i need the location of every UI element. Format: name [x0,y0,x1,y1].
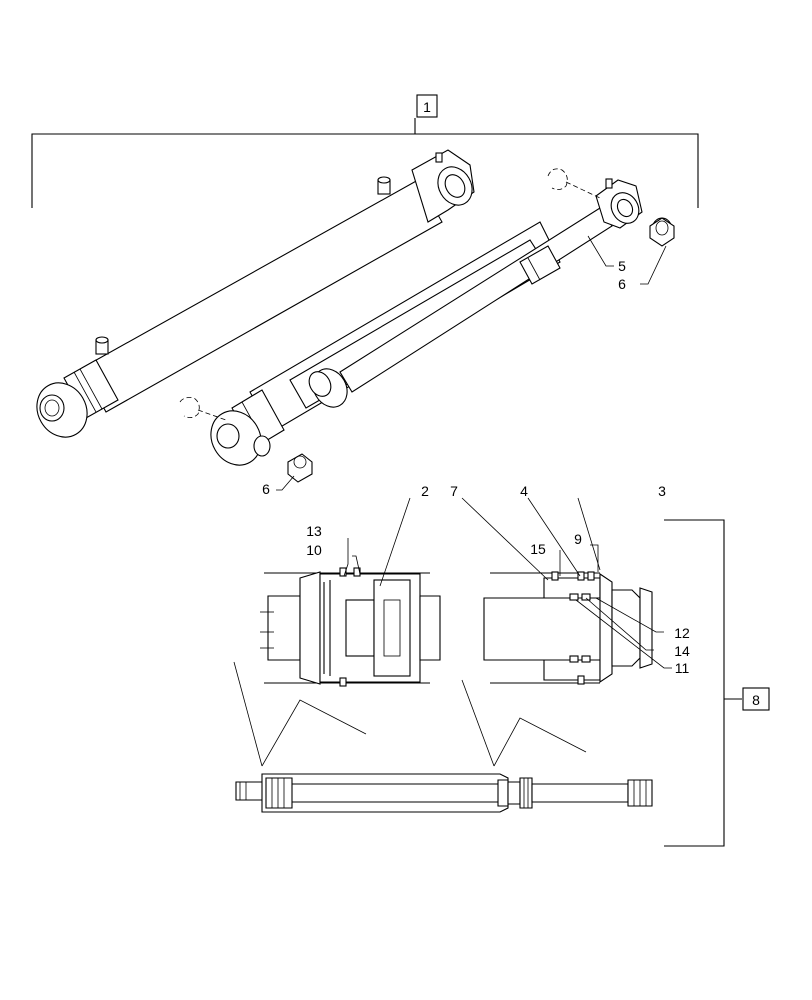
callout-4[interactable]: 4 [520,483,528,499]
svg-text:6: 6 [262,481,270,497]
callout-11[interactable]: 11 [675,660,690,676]
callout-1[interactable]: 1 [416,94,438,118]
rod-assembly [210,178,643,466]
centerline-right [565,181,601,199]
callout-6-left[interactable]: 6 [262,481,270,497]
svg-text:5: 5 [618,258,626,274]
svg-text:12: 12 [674,625,690,641]
callout-14[interactable]: 14 [674,643,690,659]
callout-8[interactable]: 8 [742,687,770,711]
svg-text:6: 6 [618,276,626,292]
callout-2[interactable]: 2 [421,483,429,499]
gland-section-detail [483,571,653,685]
bushing-right [649,217,675,247]
svg-text:8: 8 [752,692,760,708]
svg-text:11: 11 [675,660,690,676]
callout-5[interactable]: 5 [618,258,626,274]
cylinder-cross-section [235,773,653,813]
svg-text:10: 10 [306,542,322,558]
callout-10[interactable]: 10 [306,542,322,558]
svg-text:2: 2 [421,483,429,499]
callout-7[interactable]: 7 [450,483,458,499]
callout-13[interactable]: 13 [306,523,322,539]
callout-6-right[interactable]: 6 [618,276,626,292]
callout-1-label: 1 [423,99,431,115]
bushing-left [287,453,313,483]
snap-ring-right [547,168,568,190]
callout-12[interactable]: 12 [674,625,690,641]
svg-text:13: 13 [306,523,322,539]
cylinder-barrel [36,149,475,438]
piston-section-detail [260,567,441,687]
svg-text:14: 14 [674,643,690,659]
svg-text:7: 7 [450,483,458,499]
svg-text:4: 4 [520,483,528,499]
detail-zoom-lines [233,661,587,767]
snap-ring-left [179,397,200,418]
callout-9[interactable]: 9 [574,531,582,547]
svg-text:9: 9 [574,531,582,547]
svg-text:3: 3 [658,483,666,499]
callout-15[interactable]: 15 [530,541,546,557]
svg-text:15: 15 [530,541,546,557]
assembly-bracket [31,118,699,208]
callout-3[interactable]: 3 [658,483,666,499]
centerline-left [197,409,227,421]
section-bracket [664,519,742,847]
